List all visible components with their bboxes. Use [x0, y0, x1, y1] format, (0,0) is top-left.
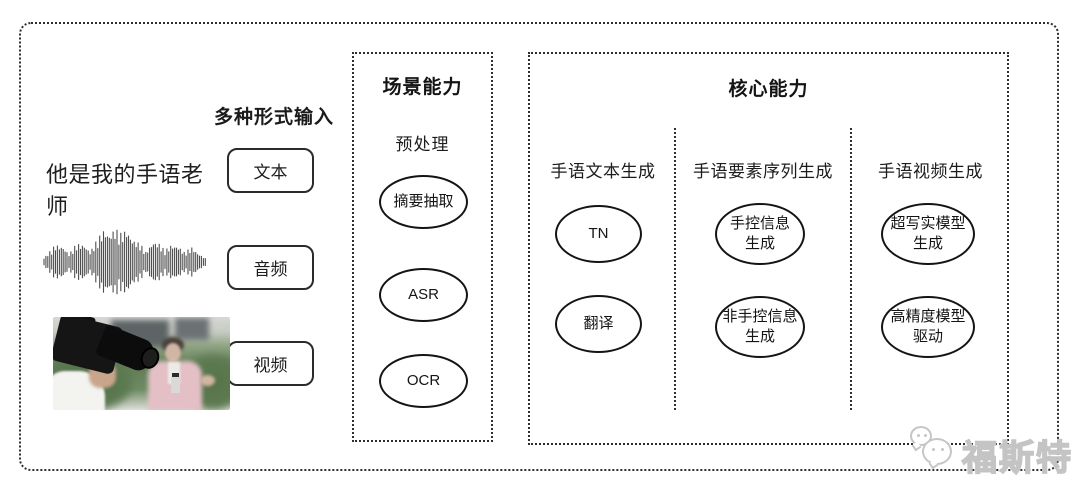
photo-microphone-logo — [172, 373, 179, 380]
photo-building — [175, 318, 209, 340]
input-type-text-label: 文本 — [253, 163, 288, 182]
scene-capability-panel: 场景能力 预处理 摘要抽取 ASR OCR — [352, 52, 493, 442]
core-panel-title: 核心能力 — [728, 79, 809, 100]
node-tn: TN — [555, 205, 642, 263]
node-asr: ASR — [379, 268, 468, 322]
input-type-video-box: 视频 — [227, 341, 314, 386]
node-high-precision-model-driving: 高精度模型 驱动 — [881, 296, 975, 358]
node-hyperrealistic-model-generation: 超写实模型 生成 — [881, 203, 975, 265]
input-section-label: 多种形式输入 — [214, 107, 335, 128]
watermark-text: 福斯特 — [961, 438, 1074, 479]
video-sample-photo — [53, 317, 230, 410]
node-manual-info-generation: 手控信息 生成 — [715, 203, 805, 265]
column-header-element-sequence-generation: 手语要素序列生成 — [693, 162, 833, 181]
input-type-video-label: 视频 — [253, 356, 288, 375]
column-header-text-generation: 手语文本生成 — [550, 162, 656, 181]
photo-microphone — [171, 377, 180, 393]
node-summary-extraction: 摘要抽取 — [379, 175, 468, 229]
chat-bubble-big — [922, 438, 952, 470]
scene-panel-subtitle: 预处理 — [395, 135, 450, 154]
column-header-video-generation: 手语视频生成 — [878, 162, 983, 181]
chat-bubbles-logo-icon — [908, 426, 960, 474]
audio-waveform-icon — [42, 226, 208, 298]
photo-reporter-face — [165, 343, 181, 362]
node-non-manual-info-generation: 非手控信息 生成 — [715, 296, 805, 358]
column-divider — [850, 128, 852, 410]
node-translation: 翻译 — [555, 295, 642, 353]
outer-dotted-frame — [19, 22, 1059, 471]
input-type-audio-label: 音频 — [253, 260, 288, 279]
sample-sentence-text: 他是我的手语老师 — [46, 162, 204, 219]
node-ocr: OCR — [379, 354, 468, 408]
watermark: 福斯特 — [908, 424, 1073, 479]
input-type-audio-box: 音频 — [227, 245, 314, 290]
scene-panel-title: 场景能力 — [382, 77, 463, 98]
column-divider — [674, 128, 676, 410]
input-type-text-box: 文本 — [227, 148, 314, 193]
core-capability-panel: 核心能力 手语文本生成 手语要素序列生成 手语视频生成 TN 翻译 手控信息 生… — [528, 52, 1009, 445]
photo-reporter-hand — [200, 375, 215, 386]
